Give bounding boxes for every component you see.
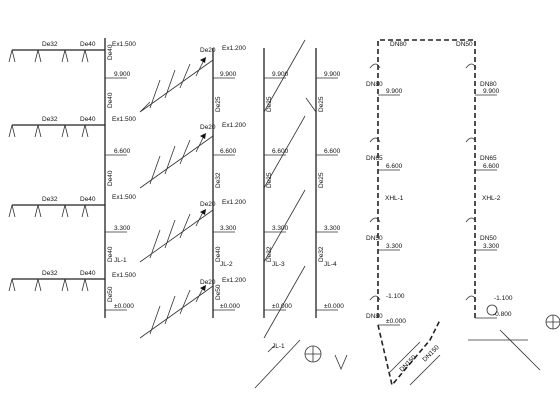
vertical-pipe-label: De25: [318, 172, 325, 188]
floor-mark: -1.100: [494, 295, 513, 302]
pipe-label: De20: [200, 201, 216, 208]
elevation-mark: Ex1.200: [222, 45, 246, 52]
pipe-label: DN80: [366, 313, 383, 320]
valve-icon: [486, 304, 498, 316]
pipe-label: DN50: [480, 235, 497, 242]
floor-mark: -1.100: [386, 293, 405, 300]
vertical-pipe-label: De40: [107, 246, 114, 262]
section-detail: JL-1: [254, 339, 348, 389]
elevation-label: 6.600: [324, 148, 341, 155]
vertical-pipe-label: De50: [215, 284, 222, 300]
riser-id-label: JL-2: [220, 261, 233, 268]
branch-sketch-floor-1: [139, 265, 306, 339]
elevation-label: 9.900: [483, 88, 500, 95]
elevation-label: ±0.000: [220, 303, 240, 310]
vertical-pipe-label: De32: [215, 172, 222, 188]
pipe-label: De32: [42, 41, 58, 48]
elevation-label: 9.900: [114, 71, 131, 78]
elevation-label: Ex1.500: [112, 272, 136, 279]
pipe-label: DN150: [398, 354, 418, 374]
elevation-label: ±0.000: [386, 318, 406, 325]
elevation-label: 6.600: [114, 148, 131, 155]
riser-id-label: XHL-2: [482, 195, 501, 202]
riser-id-label: JL-1: [114, 257, 127, 264]
elevation-label: ±0.000: [324, 303, 344, 310]
branch-floor-2: [8, 204, 105, 218]
riser-id-label: XHL-1: [385, 195, 404, 202]
pipe-label: De32: [42, 196, 58, 203]
pipe-label: DN80: [390, 41, 407, 48]
vertical-pipe-label: De25: [266, 172, 273, 188]
pipe-label: De40: [80, 116, 96, 123]
pipe-label: DN50: [456, 41, 473, 48]
hydrant-cabinets: [369, 63, 477, 301]
pipe-label: DN150: [421, 344, 441, 364]
middle-risers-group: De20 De20 De20 De20 Ex1.200 Ex1.200 Ex1.…: [139, 39, 348, 389]
pipe-label: De20: [200, 47, 216, 54]
left-riser-group: De32 De40 Ex1.500 De32 De40 Ex1.500 De32…: [8, 38, 136, 318]
elevation-label: 6.600: [483, 163, 500, 170]
fire-system-group: DN80 DN50 9.900 6.600 3.300 ±0.000 9.900…: [366, 39, 560, 387]
elevation-label: ±0.000: [272, 303, 292, 310]
vertical-pipe-label: De25: [215, 96, 222, 112]
section-label: JL-1: [272, 343, 285, 350]
branch-floor-4: [8, 49, 105, 63]
pipe-label: DN65: [480, 155, 497, 162]
vertical-pipe-label: De32: [266, 246, 273, 262]
pipe-label: DN50: [366, 235, 383, 242]
elevation-label: 6.600: [220, 148, 237, 155]
elevation-label: 6.600: [386, 163, 403, 170]
pipe-label: De40: [80, 196, 96, 203]
vertical-pipe-label: De25: [266, 96, 273, 112]
branch-sketch-floor-2: [139, 189, 306, 263]
elevation-mark: Ex1.200: [222, 277, 246, 284]
vertical-pipe-label: De32: [318, 246, 325, 262]
elevation-label: 9.900: [272, 71, 289, 78]
elevation-label: 3.300: [483, 243, 500, 250]
branch-sketch-floor-4: [139, 39, 317, 113]
elevation-mark: Ex1.200: [222, 199, 246, 206]
elevation-label: 3.300: [324, 225, 341, 232]
vertical-pipe-label: De40: [107, 92, 114, 108]
vertical-pipe-label: De40: [107, 170, 114, 186]
elevation-label: Ex1.500: [112, 194, 136, 201]
elevation-label: 3.300: [114, 225, 131, 232]
branch-floor-1: [8, 278, 105, 292]
elevation-label: 9.900: [324, 71, 341, 78]
pipe-label: De40: [80, 41, 96, 48]
branch-floor-3: [8, 124, 105, 138]
elevation-label: 9.900: [220, 71, 237, 78]
elevation-label: 3.300: [272, 225, 289, 232]
pipe-label: DN65: [366, 155, 383, 162]
elevation-mark: Ex1.200: [222, 122, 246, 129]
pipe-label: De40: [80, 270, 96, 277]
vertical-pipe-label: De50: [107, 286, 114, 302]
elevation-label: Ex1.500: [112, 41, 136, 48]
vertical-pipe-label: De40: [215, 246, 222, 262]
pipe-label: De20: [200, 124, 216, 131]
elevation-label: ±0.000: [114, 303, 134, 310]
vertical-pipe-label: De25: [318, 96, 325, 112]
elevation-label: -0.800: [493, 311, 512, 318]
elevation-label: 6.600: [272, 148, 289, 155]
elevation-label: 3.300: [220, 225, 237, 232]
pipe-label: De32: [42, 270, 58, 277]
elevation-label: Ex1.500: [112, 116, 136, 123]
pipe-label: DN80: [480, 81, 497, 88]
elevation-label: 3.300: [386, 243, 403, 250]
branch-sketch-floor-3: [139, 115, 306, 189]
pipe-label: DN80: [366, 81, 383, 88]
pipe-label: De20: [200, 279, 216, 286]
pipe-label: De32: [42, 116, 58, 123]
riser-id-label: JL-3: [272, 261, 285, 268]
vertical-pipe-label: De40: [107, 44, 114, 60]
elevation-label: 9.900: [386, 88, 403, 95]
riser-id-label: JL-4: [324, 261, 337, 268]
